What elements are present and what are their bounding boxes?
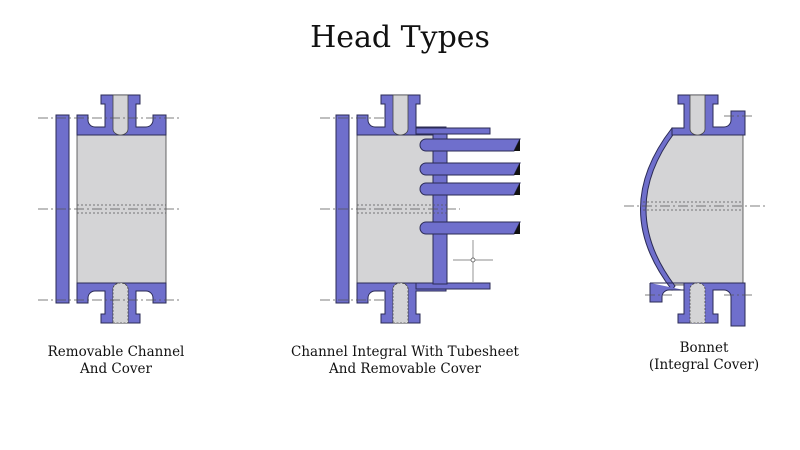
channel-integral-with-tubesheet-drawing [320, 94, 521, 324]
removable-channel-and-cover-drawing [38, 94, 180, 324]
bonnet-shell [640, 127, 676, 291]
caption-line: Removable Channel [47, 344, 185, 360]
caption-bonnet: Bonnet (Integral Cover) [604, 340, 800, 374]
caption-line: (Integral Cover) [648, 357, 760, 373]
bonnet-drawing [624, 94, 765, 327]
caption-channel-integral: Channel Integral With Tubesheet And Remo… [270, 344, 540, 378]
caption-removable-channel: Removable Channel And Cover [16, 344, 216, 378]
bottom-flange-nozzle [76, 282, 167, 324]
tube [419, 182, 521, 196]
top-flange-nozzle [671, 94, 746, 136]
caption-line: Channel Integral With Tubesheet [291, 344, 519, 360]
shell-wall-top [415, 127, 491, 135]
bottom-flange-nozzle [356, 282, 447, 324]
caption-line: Bonnet [679, 340, 729, 356]
caption-line: And Removable Cover [329, 361, 481, 377]
caption-line: And Cover [80, 361, 152, 377]
top-flange-nozzle [76, 94, 167, 136]
shell-wall-bottom [415, 282, 491, 290]
tube [419, 221, 521, 235]
diagram-title: Head Types [310, 20, 490, 55]
tube [419, 162, 521, 176]
tube [419, 138, 521, 152]
